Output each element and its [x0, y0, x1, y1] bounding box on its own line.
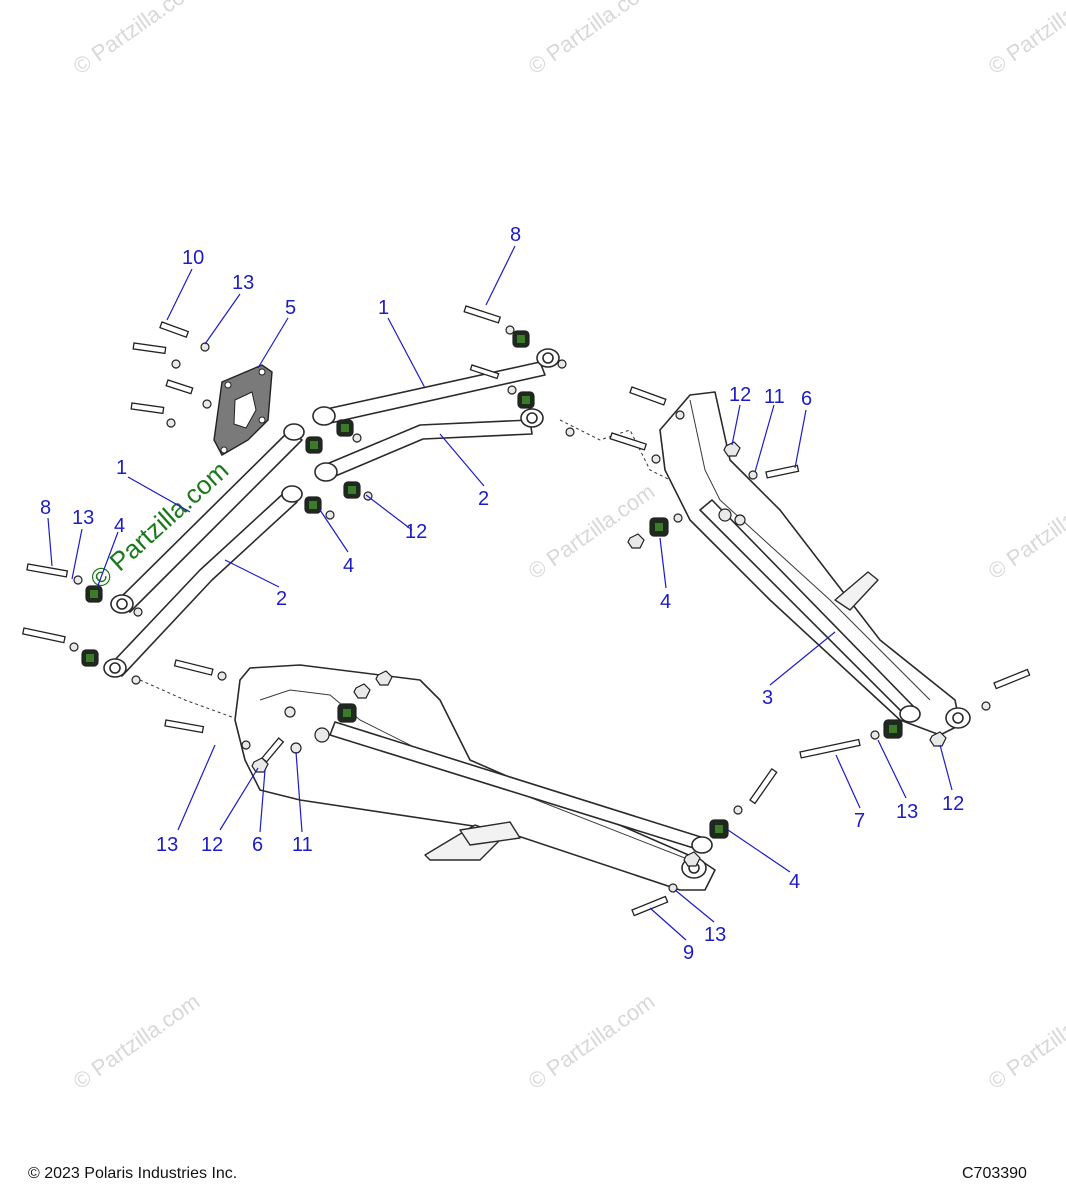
callout-13-top: 13 [232, 272, 254, 294]
bracket-plate [213, 364, 273, 456]
callout-13-left: 13 [72, 507, 94, 529]
callout-2-upper: 2 [478, 488, 489, 510]
callout-7: 7 [854, 810, 865, 832]
watermark-7: © Partzilla.com [524, 989, 660, 1095]
copyright-text: © 2023 Polaris Industries Inc. [28, 1165, 238, 1182]
callouts: 10 13 5 1 8 2 12 4 1 8 13 4 2 12 11 6 4 … [40, 224, 964, 964]
callout-12-far-right: 12 [942, 793, 964, 815]
callout-1-upper: 1 [378, 297, 389, 319]
watermark-8: © Partzilla.com [984, 989, 1066, 1095]
watermark-5: © Partzilla.com [984, 479, 1066, 585]
right-arm-hardware [609, 386, 1031, 759]
left-lower-link [103, 485, 303, 678]
callout-4-middle: 4 [343, 555, 354, 577]
callout-8-left: 8 [40, 497, 51, 519]
watermark-1: © Partzilla.com [69, 0, 205, 79]
callout-13-bottom: 13 [704, 924, 726, 946]
watermark-6: © Partzilla.com [69, 989, 205, 1095]
left-hardware [21, 563, 143, 685]
alignment-line-right [559, 419, 681, 486]
callout-1-left: 1 [116, 457, 127, 479]
callout-4-right: 4 [660, 591, 671, 613]
callout-9: 9 [683, 942, 694, 964]
callout-4-left: 4 [114, 515, 125, 537]
callout-6-right: 6 [801, 388, 812, 410]
callout-6-bottom: 6 [252, 834, 263, 856]
right-trailing-arm [659, 391, 971, 736]
callout-4-bottom: 4 [789, 871, 800, 893]
middle-link-hardware [336, 305, 575, 501]
callout-13-bottom-left: 13 [156, 834, 178, 856]
upper-middle-link [312, 348, 560, 426]
left-upper-link [110, 423, 305, 614]
left-trailing-arm [234, 664, 716, 891]
callout-10: 10 [182, 247, 204, 269]
watermark-2: © Partzilla.com [524, 0, 660, 79]
callout-12-right: 12 [729, 384, 751, 406]
callout-11-bottom: 11 [292, 834, 313, 856]
bracket-bolts [130, 321, 212, 428]
callout-11-right: 11 [764, 386, 785, 408]
watermarks: © Partzilla.com © Partzilla.com © Partzi… [69, 0, 1066, 1094]
lower-middle-link [314, 408, 544, 482]
callout-12-bottom-left: 12 [201, 834, 223, 856]
watermark-4: © Partzilla.com [524, 479, 660, 585]
callout-12-middle: 12 [405, 521, 427, 543]
watermark-3: © Partzilla.com [984, 0, 1066, 79]
diagram-code: C703390 [962, 1165, 1027, 1182]
leader-lines [47, 245, 953, 941]
callout-3: 3 [762, 687, 773, 709]
callout-2-left: 2 [276, 588, 287, 610]
callout-8-upper: 8 [510, 224, 521, 246]
callout-5: 5 [285, 297, 296, 319]
middle-bushings [304, 436, 335, 520]
left-arm-hardware [164, 659, 778, 917]
callout-13-right: 13 [896, 801, 918, 823]
